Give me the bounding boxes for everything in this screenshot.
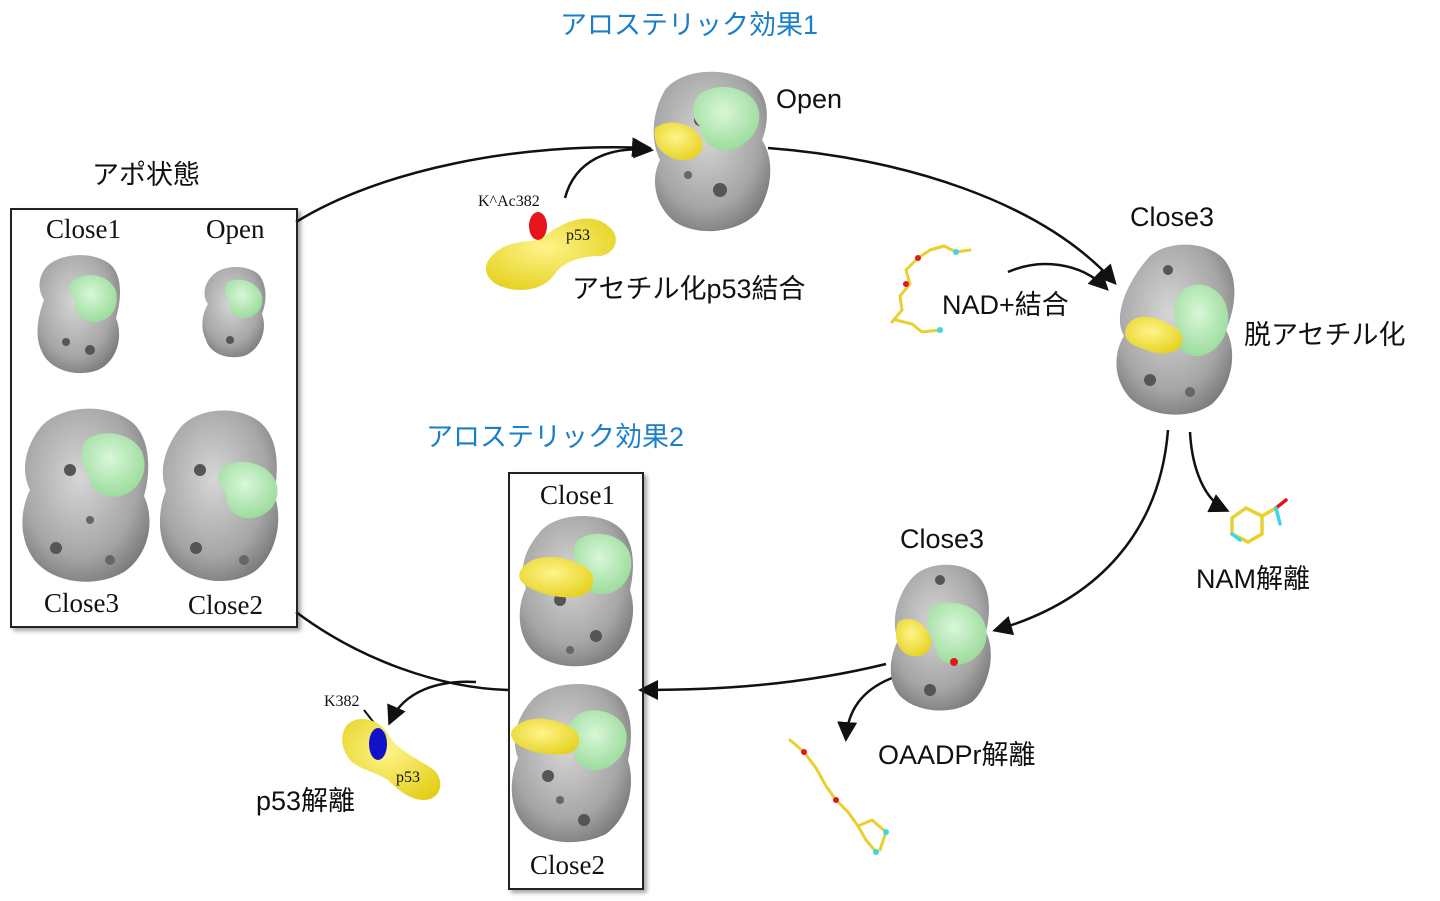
nad-bind-label: NAD+結合 — [942, 290, 1069, 320]
box2-close1-label: Close1 — [540, 480, 616, 510]
apo-close3-label: Close3 — [44, 588, 120, 618]
oaadpr-molecule — [788, 738, 889, 855]
p53-acetyl-site-label: K^Ac382 — [478, 193, 540, 210]
arrow-p53-bind — [563, 138, 654, 199]
p53-release-tag: p53 — [396, 769, 420, 786]
allosteric2-title: アロステリック効果2 — [426, 422, 685, 452]
arc-close3-to-close3b — [992, 429, 1170, 636]
open-protein — [653, 71, 771, 232]
apo-open-label: Open — [206, 214, 265, 244]
apo-close2-label: Close2 — [188, 590, 264, 620]
oaadpr-release-label: OAADPr解離 — [878, 740, 1036, 770]
p53-acetylated — [485, 212, 616, 290]
box2-close2-protein — [511, 683, 632, 843]
top-open-label: Open — [776, 84, 843, 114]
close3-right-protein — [1116, 244, 1235, 415]
arrow-p53-release — [387, 680, 477, 726]
arrow-oaadpr-release — [837, 676, 893, 742]
box2-close1-protein — [519, 515, 634, 667]
arrow-nam-release — [1188, 431, 1230, 513]
apo-close1-protein — [37, 255, 120, 374]
apo-close1-label: Close1 — [46, 214, 122, 244]
p53-acetyl-tag: p53 — [566, 227, 590, 244]
apo-state-box — [10, 208, 298, 628]
apo-close3-protein — [22, 408, 150, 582]
apo-close2-protein — [159, 410, 279, 582]
allosteric1-title: アロステリック効果1 — [560, 10, 819, 40]
arrow-nad-bind — [1007, 262, 1109, 291]
close3-lower-protein — [890, 564, 991, 711]
p53-release-label: p53解離 — [256, 786, 356, 816]
lower-close3-label: Close3 — [900, 524, 985, 554]
deacetylation-label: 脱アセチル化 — [1244, 320, 1406, 350]
box2-close2-label: Close2 — [530, 850, 606, 880]
nad-molecule — [890, 244, 972, 334]
arc-apo-to-open — [295, 137, 652, 224]
apo-open-protein — [202, 267, 266, 358]
apo-title: アポ状態 — [92, 160, 200, 190]
p53-acetyl-bind-label: アセチル化p53結合 — [572, 274, 806, 304]
nam-release-label: NAM解離 — [1196, 564, 1310, 594]
p53-release-site-label: K382 — [324, 693, 360, 710]
p53-released — [342, 719, 441, 800]
arc-open-to-close3 — [767, 146, 1117, 285]
right-close3-label: Close3 — [1130, 202, 1215, 232]
nam-molecule — [1230, 498, 1288, 544]
arc-box2-to-apo — [295, 610, 509, 692]
arc-close3b-to-box2 — [638, 662, 887, 700]
allosteric2-box — [508, 472, 644, 890]
